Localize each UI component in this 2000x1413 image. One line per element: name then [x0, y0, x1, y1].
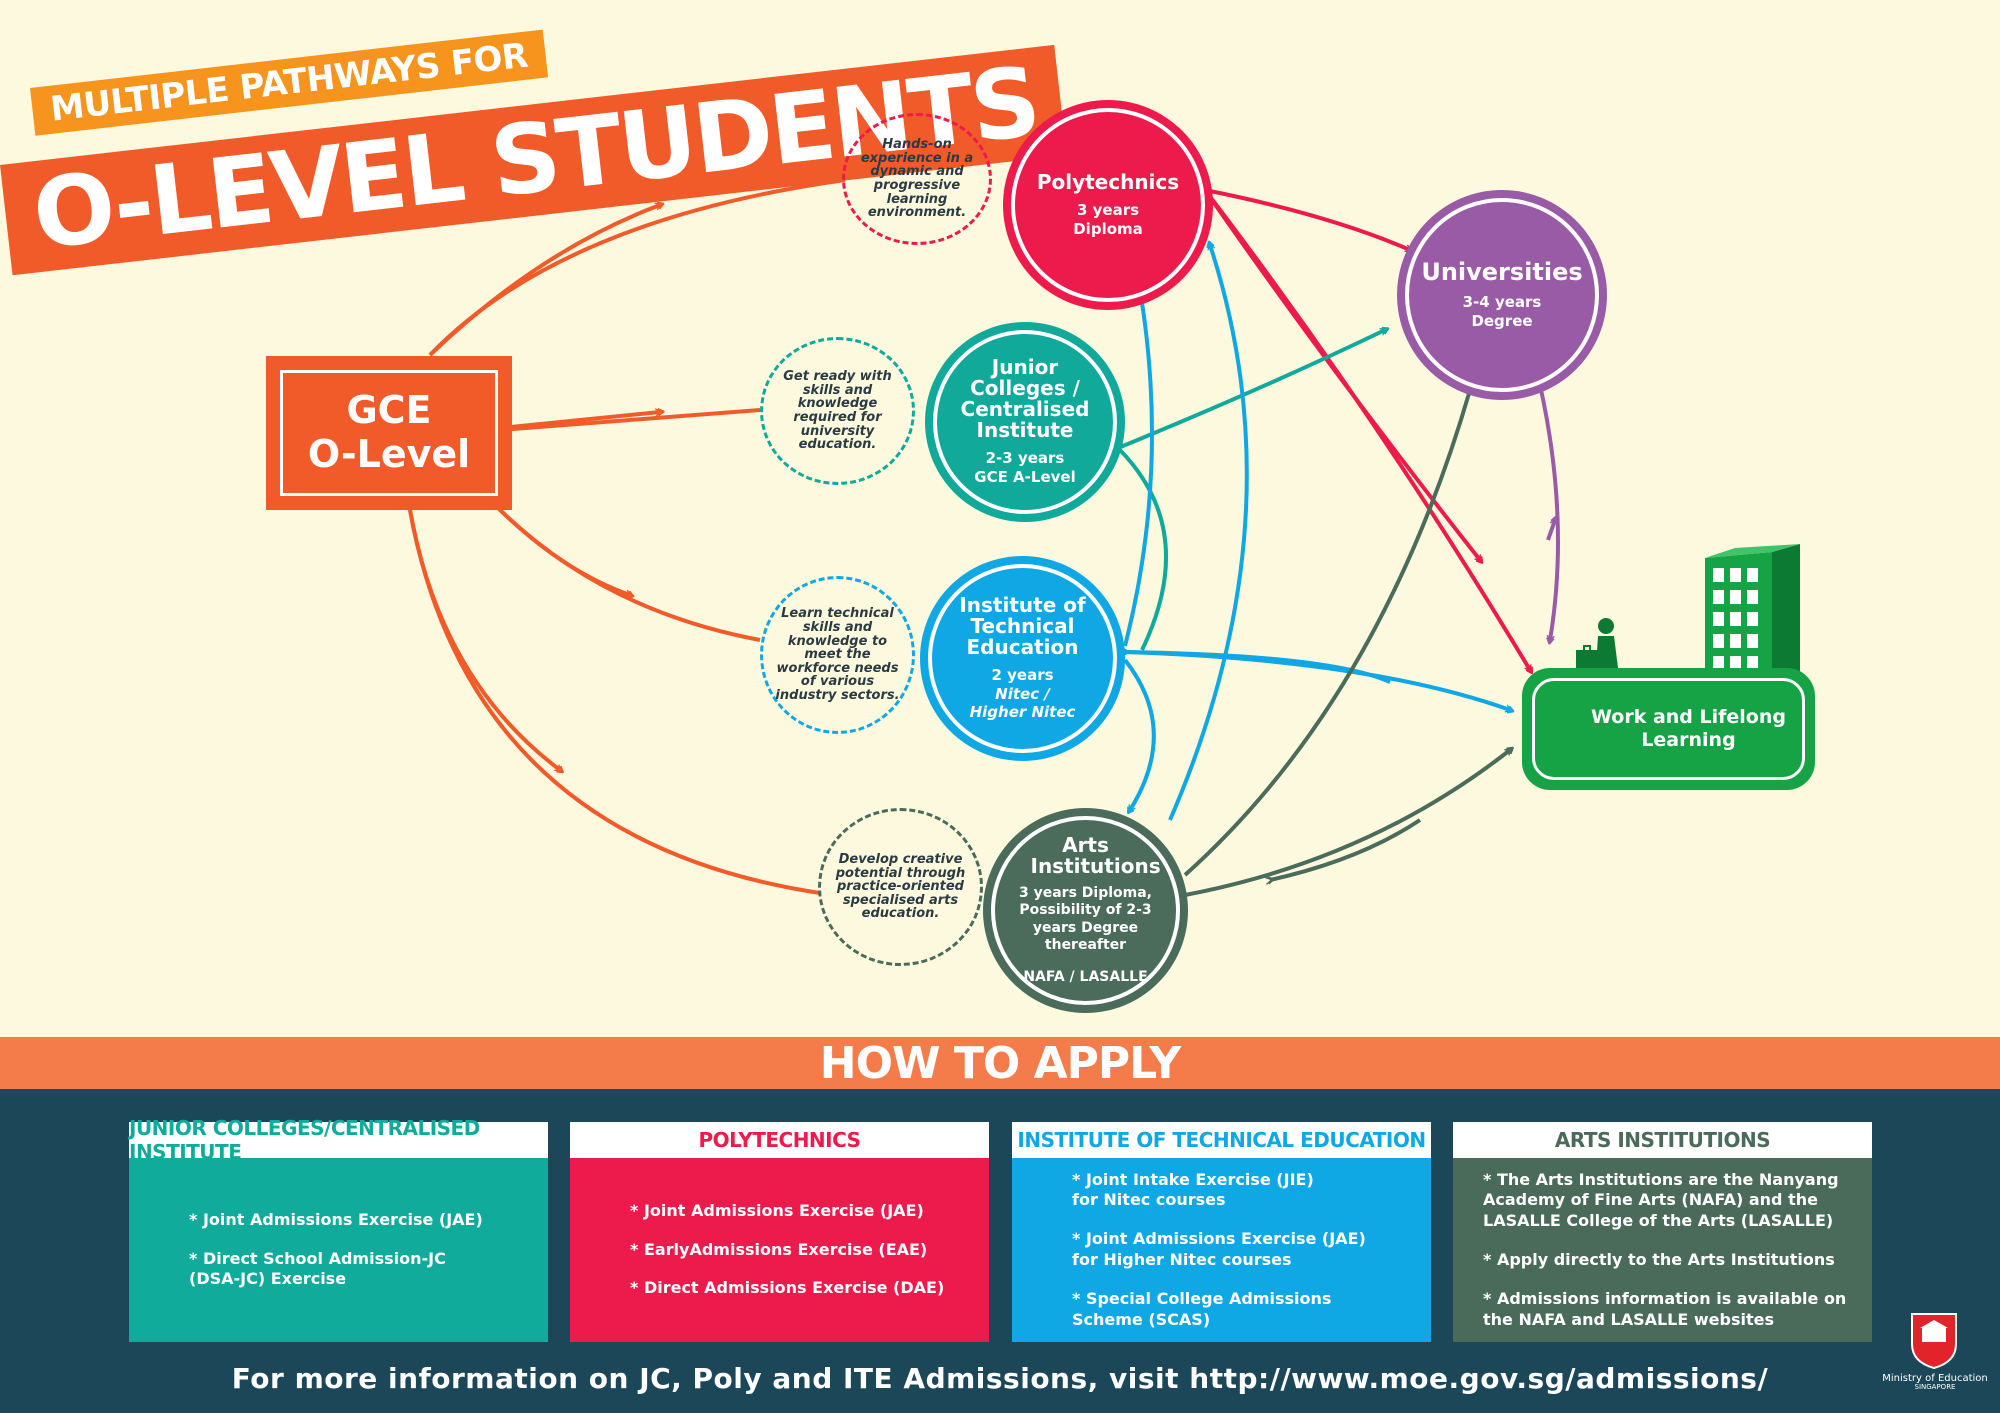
moe-crest-icon [1911, 1313, 1957, 1370]
moe-logo-text: Ministry of Education SINGAPORE [1882, 1373, 1988, 1391]
card-ite: INSTITUTE OF TECHNICAL EDUCATION * Joint… [1012, 1122, 1431, 1342]
arrow-ite-to-work [1124, 650, 1510, 710]
how-to-apply-heading: HOW TO APPLY [0, 1037, 2000, 1089]
arrow-uni-to-work [1538, 384, 1560, 640]
arrow-gce-to-jc [499, 408, 761, 432]
arrow-arts-to-uni [1183, 390, 1470, 877]
card-polytechnics: POLYTECHNICS * Joint Admissions Exercise… [570, 1122, 989, 1342]
gce-o-level-box: GCE O-Level [266, 356, 512, 510]
arrow-arts-to-work [1184, 750, 1510, 897]
building-icon [1705, 544, 1800, 705]
arrow-gce-to-ite [493, 503, 761, 642]
node-arts-institutions: Arts Institutions 3 years Diploma, Possi… [983, 808, 1188, 1013]
note-jc: Get ready with skills and knowledge requ… [760, 337, 915, 485]
card-arts-institutions: ARTS INSTITUTIONS * The Arts Institution… [1453, 1122, 1872, 1342]
pathway-connectors [408, 178, 1560, 897]
arrow-gce-to-arts [408, 509, 821, 895]
node-ite: Institute of Technical Education 2 years… [920, 556, 1125, 761]
arrow-gce-to-poly [428, 178, 846, 357]
arrow-arts-to-poly [1168, 245, 1249, 821]
footer-info-link[interactable]: For more information on JC, Poly and ITE… [231, 1362, 1769, 1395]
arrow-ite-to-poly [1123, 290, 1154, 647]
card-junior-colleges: JUNIOR COLLEGES/CENTRALISED INSTITUTE * … [129, 1116, 548, 1342]
arrow-ite-to-arts [1123, 658, 1156, 810]
node-junior-colleges: Junior Colleges / Centralised Institute … [925, 322, 1125, 522]
node-work-lifelong-learning: Work and Lifelong Learning [1522, 668, 1815, 790]
note-poly: Hands-on experience in a dynamic and pro… [842, 113, 992, 245]
note-arts: Develop creative potential through pract… [818, 808, 983, 966]
gce-line2: O-Level [307, 432, 471, 476]
arrow-poly-to-uni [1204, 188, 1410, 250]
note-ite: Learn technical skills and knowledge to … [760, 576, 915, 734]
arrow-jc-to-uni [1117, 330, 1385, 450]
arrow-jc-to-ite [1116, 446, 1168, 651]
gce-line1: GCE [346, 388, 432, 433]
